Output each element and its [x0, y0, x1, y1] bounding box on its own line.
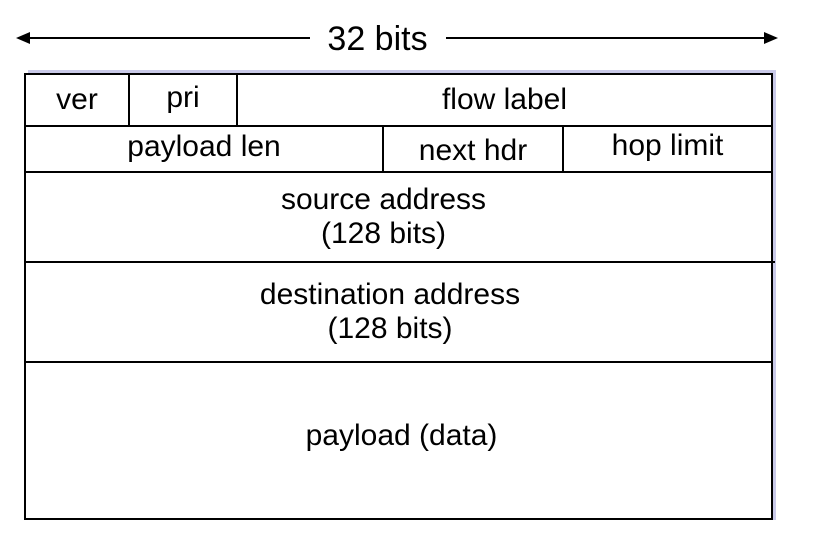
source-address-size: (128 bits)	[320, 217, 447, 250]
source-address-label: source address	[280, 183, 487, 216]
divider	[128, 75, 130, 125]
destination-address-label: destination address	[259, 278, 521, 311]
width-label: 32 bits	[310, 16, 445, 64]
destination-address-field: destination address (128 bits)	[26, 263, 754, 361]
payload-len-field: payload len	[127, 130, 281, 163]
row-divider	[26, 171, 771, 173]
right-arrowhead	[764, 32, 778, 44]
right-arrow-line	[446, 37, 776, 39]
payload-data-field: payload (data)	[305, 418, 498, 452]
next-hdr-field: next hdr	[418, 134, 528, 167]
divider	[562, 127, 564, 171]
flow-label-field: flow label	[441, 83, 568, 116]
row-divider	[26, 261, 775, 263]
pri-field: pri	[166, 81, 200, 114]
row-divider	[26, 125, 771, 127]
divider	[236, 75, 238, 125]
source-address-field: source address (128 bits)	[26, 173, 741, 261]
ipv6-header-diagram: ver pri flow label payload len next hdr …	[24, 73, 775, 520]
destination-address-size: (128 bits)	[327, 312, 453, 345]
divider	[382, 127, 384, 171]
row-divider	[26, 361, 771, 363]
left-arrow-line	[22, 37, 310, 39]
hop-limit-field: hop limit	[611, 129, 724, 162]
ver-field: ver	[56, 83, 98, 116]
